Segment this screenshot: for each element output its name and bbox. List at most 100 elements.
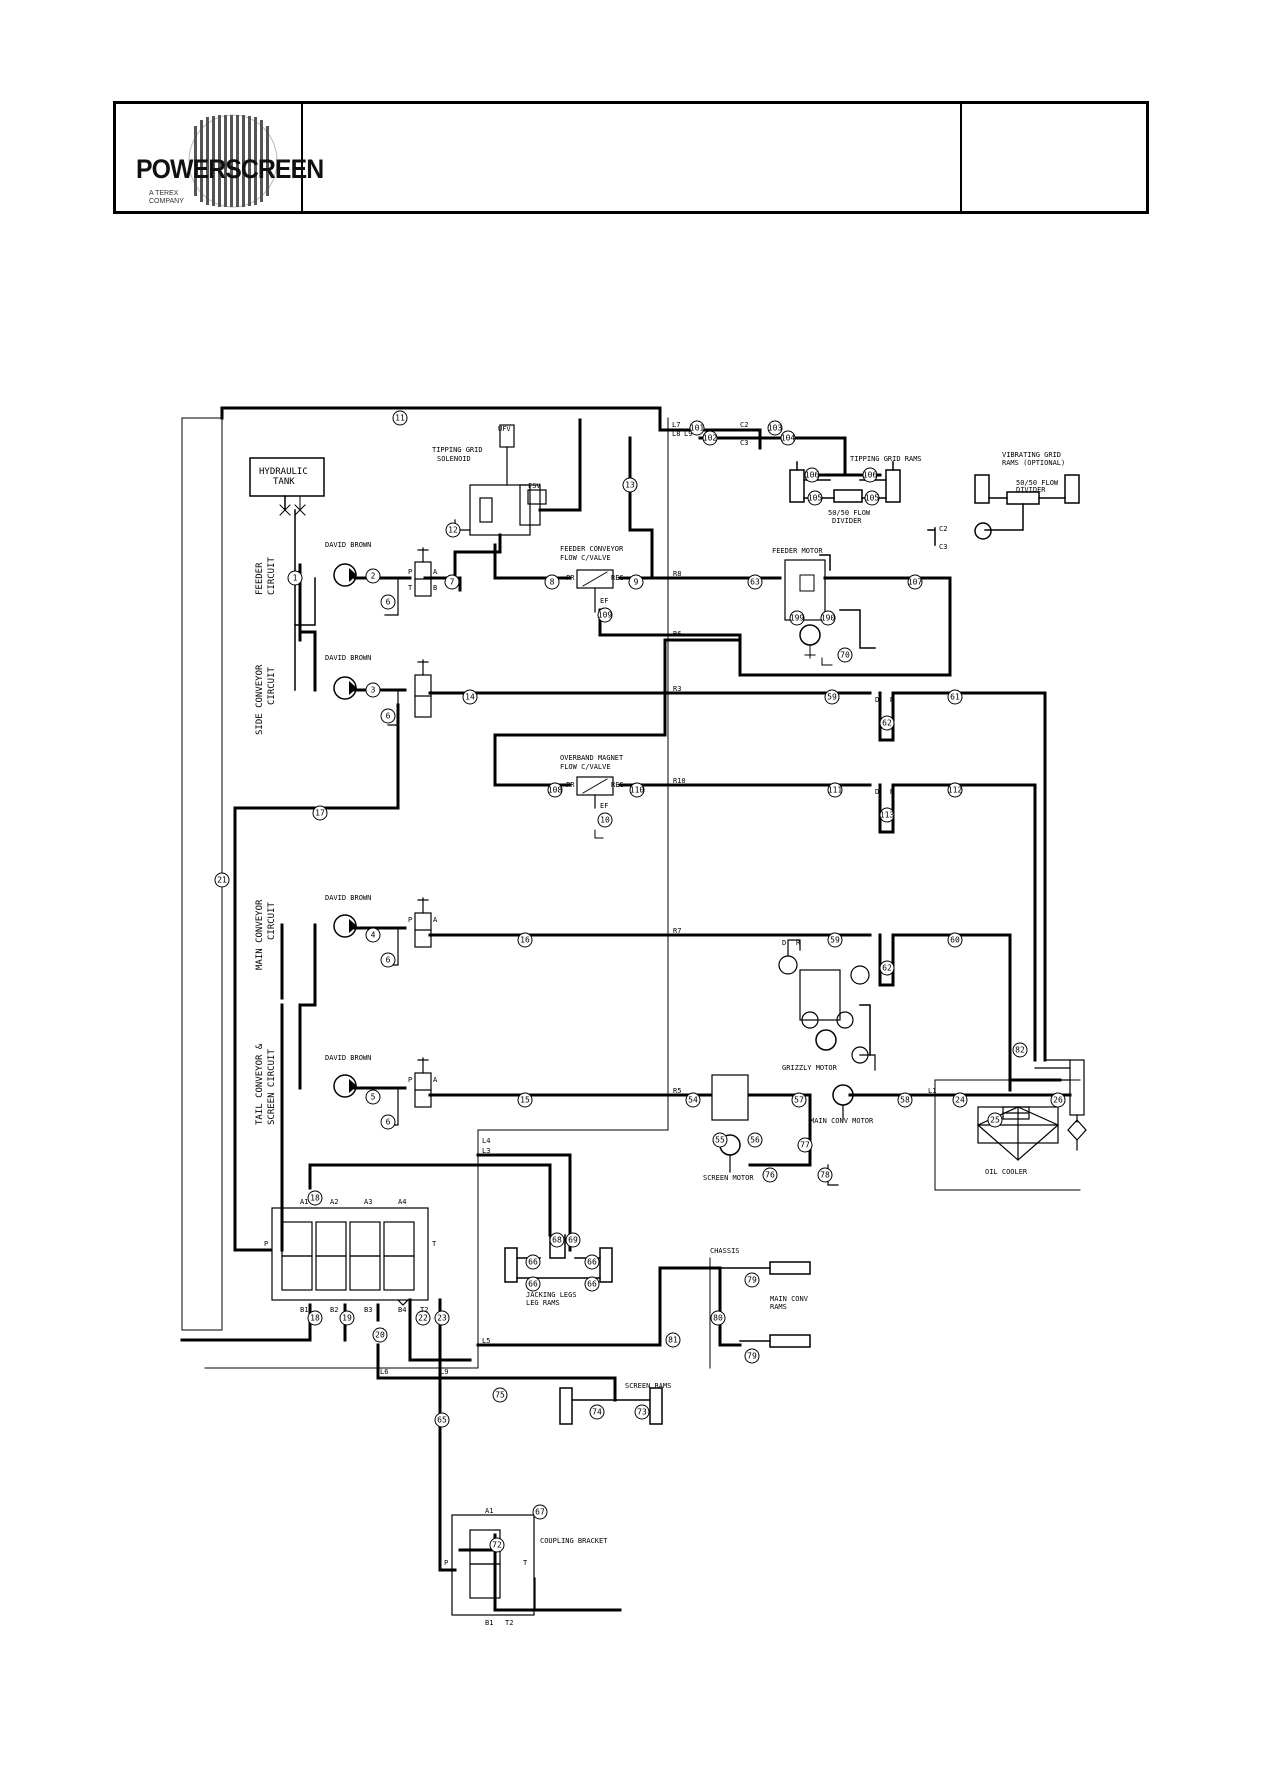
svg-text:111: 111 — [828, 786, 843, 795]
port-d-3: D — [782, 939, 786, 947]
svg-text:74: 74 — [592, 1408, 602, 1417]
hose-80 — [718, 1266, 742, 1347]
hose-number-6: 6 — [380, 594, 396, 610]
port-b-feeder: B — [433, 584, 437, 592]
valve-section-a3 — [349, 1221, 381, 1257]
port-a1: A1 — [300, 1198, 308, 1206]
hose-number-65: 65 — [434, 1412, 450, 1428]
tipping-grid-solenoid-label: TIPPING GRID — [432, 446, 483, 454]
hydraulic-tank-label-2: TANK — [273, 477, 295, 487]
svg-text:56: 56 — [750, 1136, 760, 1145]
ufv-label: UFV — [498, 425, 511, 433]
svg-text:199: 199 — [790, 614, 805, 623]
jacking-legs-label: JACKING LEGS — [526, 1291, 577, 1299]
hose-number-107: 107 — [907, 574, 923, 590]
svg-text:24: 24 — [955, 1096, 965, 1105]
hose-number-9: 9 — [628, 574, 644, 590]
hose-number-110: 110 — [629, 782, 645, 798]
flow-divider-1 — [833, 489, 863, 503]
chassis-label: CHASSIS — [710, 1247, 740, 1255]
hose-number-17: 17 — [312, 805, 328, 821]
hose-number-8: 8 — [544, 574, 560, 590]
grizzly-motor-label: GRIZZLY MOTOR — [782, 1064, 838, 1072]
svg-text:190: 190 — [821, 614, 836, 623]
svg-text:59: 59 — [827, 693, 837, 702]
hydraulic-tank — [249, 457, 325, 497]
port-r-2: R — [890, 788, 895, 796]
hose-number-12: 12 — [445, 522, 461, 538]
hose-107 — [598, 576, 952, 677]
hose-number-112: 112 — [947, 782, 963, 798]
port-l7: L7 — [672, 421, 680, 429]
port-r3: R3 — [673, 685, 681, 693]
vibrating-ram-left — [974, 474, 990, 504]
david-brown-label-4: DAVID BROWN — [325, 1054, 371, 1062]
svg-text:66: 66 — [528, 1280, 538, 1289]
hose-number-6: 6 — [380, 1114, 396, 1130]
svg-text:103: 103 — [768, 424, 783, 433]
svg-text:60: 60 — [950, 936, 960, 945]
svg-text:68: 68 — [552, 1236, 562, 1245]
svg-text:66: 66 — [587, 1280, 597, 1289]
svg-text:61: 61 — [950, 693, 960, 702]
hose-number-199: 199 — [789, 610, 805, 626]
svg-text:78: 78 — [820, 1171, 830, 1180]
svg-text:62: 62 — [882, 719, 892, 728]
fsv-label: FSV — [528, 482, 541, 490]
port-b1: B1 — [300, 1306, 308, 1314]
overband-magnet-valve-label-2: FLOW C/VALVE — [560, 763, 611, 771]
hose-number-78: 78 — [817, 1167, 833, 1183]
port-a-main: A — [433, 916, 438, 924]
hose-number-59: 59 — [827, 932, 843, 948]
svg-text:55: 55 — [715, 1136, 725, 1145]
svg-text:104: 104 — [781, 434, 796, 443]
svg-text:15: 15 — [520, 1096, 530, 1105]
svg-text:6: 6 — [386, 1118, 391, 1127]
hose-number-3: 3 — [365, 682, 381, 698]
hose-number-4: 4 — [365, 927, 381, 943]
hose-number-61: 61 — [947, 689, 963, 705]
hose-number-66: 66 — [525, 1276, 541, 1292]
svg-text:70: 70 — [840, 651, 850, 660]
flow-divider-label-2: DIVIDER — [832, 517, 862, 525]
svg-text:14: 14 — [465, 693, 475, 702]
hose-number-105: 105 — [807, 490, 823, 506]
svg-text:69: 69 — [568, 1236, 578, 1245]
svg-text:73: 73 — [637, 1408, 647, 1417]
hose-number-80: 80 — [710, 1310, 726, 1326]
main-circuit-title: MAIN CONVEYOR CIRCUIT — [255, 894, 277, 970]
svg-text:9: 9 — [634, 578, 639, 587]
hose-number-2: 2 — [365, 568, 381, 584]
hose-7 — [438, 533, 502, 580]
svg-text:105: 105 — [808, 494, 823, 503]
hose-13 — [628, 436, 654, 580]
flow-divider-2-label-2: DIVIDER — [1016, 486, 1046, 494]
main-conv-ram-top — [769, 1261, 811, 1275]
title-block: POWERSCREEN A TEREX COMPANY — [113, 101, 1149, 214]
hose-number-18: 18 — [307, 1190, 323, 1206]
fsv-valve — [527, 489, 547, 505]
port-d-2: D — [875, 788, 879, 796]
svg-text:6: 6 — [386, 598, 391, 607]
return-filter-icon — [1067, 1119, 1087, 1141]
port-c2: C2 — [740, 421, 748, 429]
hose-number-75: 75 — [492, 1387, 508, 1403]
svg-text:79: 79 — [747, 1276, 757, 1285]
ef-label-1: EF — [600, 597, 608, 605]
svg-text:67: 67 — [535, 1508, 545, 1517]
pr-label-1: PR — [566, 574, 575, 582]
hose-number-1: 1 — [287, 570, 303, 586]
grizzly-motor-icon — [815, 1029, 837, 1051]
svg-text:11: 11 — [395, 414, 405, 423]
port-t2-single: T2 — [505, 1619, 513, 1627]
svg-text:17: 17 — [315, 809, 325, 818]
hose-number-15: 15 — [517, 1092, 533, 1108]
logo-sub-line-2: COMPANY — [149, 198, 184, 205]
hose-75 — [376, 1343, 617, 1402]
side-circuit-title: SIDE CONVEYOR CIRCUIT — [255, 659, 277, 735]
main-conv-motor-label: MAIN CONV MOTOR — [810, 1117, 874, 1125]
port-p-main: P — [408, 916, 412, 924]
valve-section-a2 — [315, 1221, 347, 1257]
hose-number-72: 72 — [489, 1537, 505, 1553]
